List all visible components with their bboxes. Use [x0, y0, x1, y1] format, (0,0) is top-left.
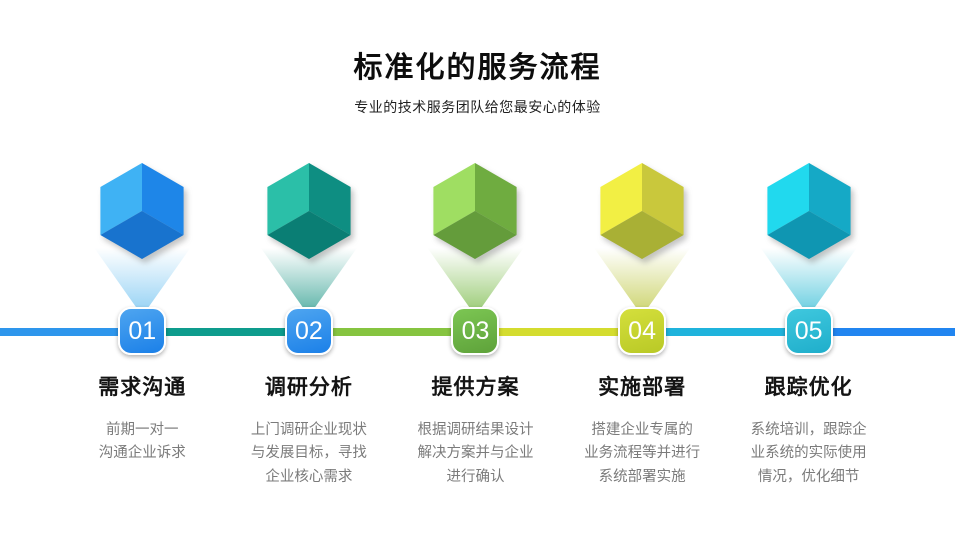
page-title: 标准化的服务流程: [353, 52, 602, 84]
step-number-badge: 02: [284, 307, 333, 355]
timeline-segment: [142, 328, 309, 336]
cube-icon: [600, 163, 684, 259]
timeline-segment: [808, 328, 955, 336]
step-number-badge: 03: [451, 307, 500, 355]
cube-icon: [767, 163, 851, 259]
step-description: 上门调研企业现状 与发展目标，寻找 企业核心需求: [250, 422, 367, 485]
timeline-segment: [0, 328, 142, 336]
step-title: 提供方案: [431, 376, 520, 399]
page-subtitle: 专业的技术服务团队给您最安心的体验: [354, 99, 601, 115]
steps-row: 01 需求沟通 前期一对一 沟通企业诉求 02 调研分析 上门调研企业现状 与发…: [59, 160, 892, 520]
step-number: 02: [294, 316, 323, 345]
step-item: 01 需求沟通 前期一对一 沟通企业诉求: [59, 160, 226, 520]
step-description: 系统培训，跟踪企 业系统的实际使用 情况，优化细节: [750, 422, 867, 485]
step-number-badge: 01: [118, 307, 167, 355]
timeline: [0, 328, 955, 336]
step-title: 调研分析: [264, 376, 353, 399]
timeline-segment: [475, 328, 642, 336]
step-title: 跟踪优化: [764, 376, 853, 399]
step-description: 根据调研结果设计 解决方案并与企业 进行确认: [417, 422, 534, 485]
step-number: 03: [461, 316, 490, 345]
step-number: 01: [128, 316, 157, 345]
step-number-badge: 05: [784, 307, 833, 355]
step-item: 04 实施部署 搭建企业专属的 业务流程等并进行 系统部署实施: [559, 160, 726, 520]
step-number-badge: 04: [618, 307, 667, 355]
step-description: 前期一对一 沟通企业诉求: [98, 422, 186, 462]
step-title: 需求沟通: [98, 376, 187, 399]
cube-icon: [433, 163, 518, 259]
step-title: 实施部署: [598, 376, 687, 399]
step-description: 搭建企业专属的 业务流程等并进行 系统部署实施: [584, 422, 701, 485]
step-number: 04: [628, 316, 656, 345]
step-item: 03 提供方案 根据调研结果设计 解决方案并与企业 进行确认: [392, 160, 559, 520]
step-number: 05: [794, 316, 823, 345]
step-item: 02 调研分析 上门调研企业现状 与发展目标，寻找 企业核心需求: [226, 160, 393, 520]
step-item: 05 跟踪优化 系统培训，跟踪企 业系统的实际使用 情况，优化细节: [725, 160, 892, 520]
cube-icon: [267, 163, 351, 259]
timeline-segment: [641, 328, 809, 336]
cube-icon: [100, 163, 184, 259]
timeline-segment: [308, 328, 476, 336]
